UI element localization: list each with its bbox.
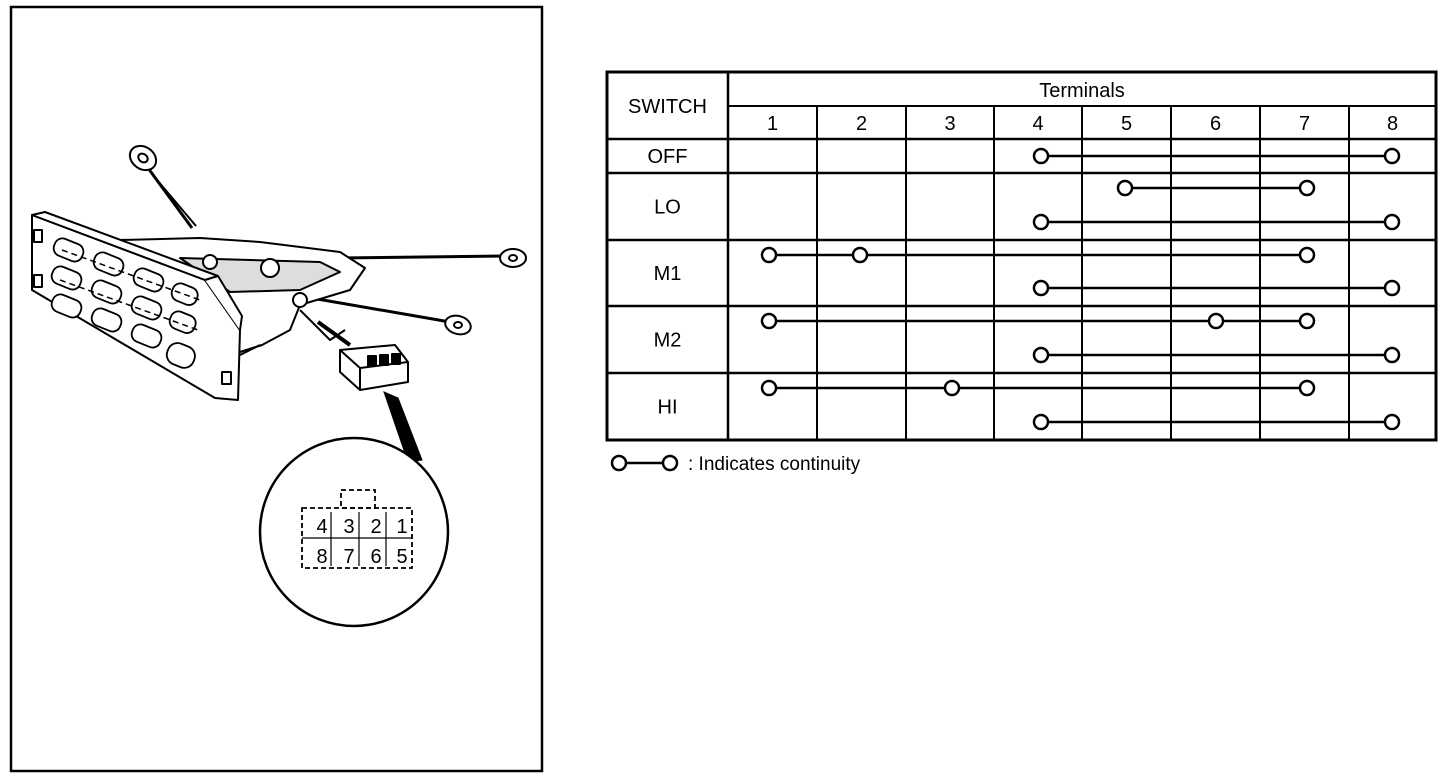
continuity-path-lo-1 [1032,213,1401,231]
legend-symbol-node [610,454,628,472]
terminal-header-7: 7 [1299,113,1310,135]
terminal-header-5: 5 [1121,113,1132,135]
terminal-header-3: 3 [944,113,955,135]
terminal-node-7 [1298,312,1316,330]
pin-label-bottom-2: 6 [370,546,381,568]
terminal-node-1 [760,312,778,330]
terminal-header-1: 1 [767,113,778,135]
terminal-node-8 [1383,279,1401,297]
terminal-node-7 [1298,379,1316,397]
terminal-node-8 [1383,213,1401,231]
switch-header: SWITCH [628,96,707,118]
terminal-header-2: 2 [856,113,867,135]
switch-position-hi: HI [658,397,678,419]
terminal-node-7 [1298,179,1316,197]
terminal-node-2 [851,246,869,264]
terminal-node-7 [1298,246,1316,264]
continuity-path-lo-0 [1116,179,1316,197]
continuity-path-off-0 [1032,147,1401,165]
terminal-node-4 [1032,346,1050,364]
terminal-node-6 [1207,312,1225,330]
terminal-node-1 [760,246,778,264]
continuity-path-hi-1 [1032,413,1401,431]
continuity-path-m2-1 [1032,346,1401,364]
pin-label-top-2: 2 [370,516,381,538]
continuity-path-hi-0 [760,379,1316,397]
terminal-header-4: 4 [1032,113,1043,135]
connector-face [301,489,413,569]
pin-label-top-0: 4 [316,516,327,538]
pin-label-bottom-3: 5 [396,546,407,568]
blower-switch-drawing [31,144,527,401]
legend-symbol-node [661,454,679,472]
terminal-header-8: 8 [1387,113,1398,135]
switch-position-m1: M1 [654,263,682,285]
terminal-node-8 [1383,346,1401,364]
switch-position-m2: M2 [654,330,682,352]
terminal-node-3 [943,379,961,397]
continuity-connections [760,147,1401,431]
terminal-node-8 [1383,147,1401,165]
legend: : Indicates continuity [610,454,861,475]
legend-text: : Indicates continuity [688,454,861,475]
continuity-path-m2-0 [760,312,1316,330]
continuity-path-m1-1 [1032,279,1401,297]
connector-detail-circle [258,436,450,628]
terminal-node-8 [1383,413,1401,431]
terminal-node-4 [1032,147,1050,165]
terminal-node-4 [1032,413,1050,431]
terminal-node-5 [1116,179,1134,197]
terminal-node-4 [1032,213,1050,231]
illustration-frame [9,5,544,773]
terminal-node-1 [760,379,778,397]
detail-pointer [383,391,423,463]
pin-label-bottom-0: 8 [316,546,327,568]
terminal-node-4 [1032,279,1050,297]
switch-position-lo: LO [654,197,681,219]
terminal-header-6: 6 [1210,113,1221,135]
pin-label-top-1: 3 [343,516,354,538]
pin-label-bottom-1: 7 [343,546,354,568]
continuity-path-m1-0 [760,246,1316,264]
pin-label-top-3: 1 [396,516,407,538]
terminals-header: Terminals [1039,80,1125,102]
switch-position-off: OFF [648,146,688,168]
